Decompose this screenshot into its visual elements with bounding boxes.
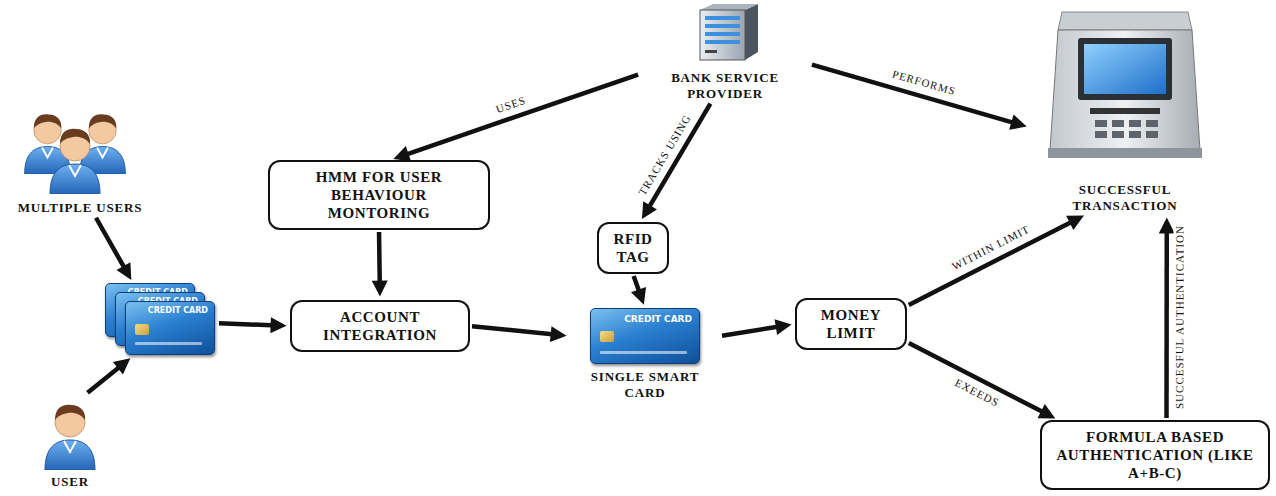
node-label: MULTIPLE USERS [18, 200, 143, 216]
card-text: CREDIT CARD [125, 301, 215, 355]
atm-node: SUCCESSFUL TRANSACTION [1030, 8, 1220, 214]
atm-icon [1048, 12, 1202, 158]
node-label: RFID TAG [607, 230, 659, 266]
node-label: MONEY LIMIT [805, 306, 897, 342]
multiple-users-icon [25, 114, 126, 194]
node-label: SINGLE SMART CARD [570, 369, 720, 402]
arrow-connector [909, 220, 1076, 305]
process-box: ACCOUNT INTEGRATION [290, 300, 470, 352]
arrow-connector [812, 65, 1018, 124]
arrow-connector [219, 323, 277, 325]
arrow-connector [647, 104, 711, 211]
node-label: ACCOUNT INTEGRATION [300, 308, 460, 344]
edge-label: PERFORMS [888, 67, 958, 99]
node-label: FORMULA BASED AUTHENTICATION (LIKE A+B-C… [1050, 428, 1260, 482]
bank-server-node: BANK SERVICE PROVIDER [640, 2, 810, 102]
process-box: HMM FOR USER BEHAVIOUR MONTORING [268, 160, 490, 230]
edge-label: WITHIN LIMIT [948, 222, 1034, 274]
users-node: MULTIPLE USERS [5, 104, 155, 216]
node-label: HMM FOR USER BEHAVIOUR MONTORING [278, 168, 480, 222]
edge-label: EXEEDS [951, 375, 1003, 411]
node-label: USER [51, 474, 89, 490]
card-stack: CREDIT CARDCREDIT CARDCREDIT CARD [105, 283, 217, 356]
arrow-connector [377, 232, 382, 287]
edge-label: SUCCESFUL AUTHENTICATION [1173, 223, 1186, 411]
arrow-connector [96, 218, 127, 272]
arrow-connector [472, 326, 557, 335]
edge-label: USES [492, 93, 529, 117]
process-box: FORMULA BASED AUTHENTICATION (LIKE A+B-C… [1040, 420, 1270, 490]
arrow-connector [722, 326, 782, 336]
card-text: CREDIT CARD [590, 308, 700, 364]
arrow-connector [909, 343, 1047, 414]
decision-box: MONEY LIMIT [795, 298, 907, 350]
user-icon [45, 405, 95, 470]
arrow-connector [88, 364, 123, 393]
edge-label: TRACKS USING [635, 111, 695, 200]
node-label: SUCCESSFUL TRANSACTION [1050, 182, 1200, 215]
arrow-connector [402, 75, 638, 156]
user-node: USER [30, 394, 110, 490]
arrow-connector [634, 276, 641, 296]
smart-card: CREDIT CARD SINGLE SMART CARD [570, 308, 720, 402]
node-label: BANK SERVICE PROVIDER [650, 70, 800, 103]
arrow-connector [1164, 227, 1169, 418]
server-icon [700, 4, 758, 60]
process-box: RFID TAG [597, 222, 669, 274]
